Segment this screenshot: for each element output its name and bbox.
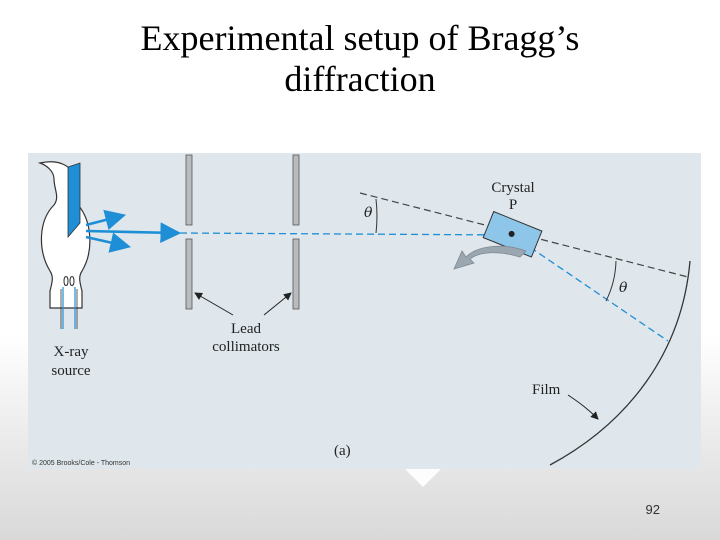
incident-beam [179,232,513,236]
part-label: (a) [334,443,351,459]
slide-title-line-1: Experimental setup of Bragg’s [140,18,580,58]
crystal-label-line-2: P [509,197,517,213]
slide-title: Experimental setup of Bragg’s diffractio… [0,18,720,100]
theta-symbol-diffracted: θ [619,280,628,296]
rotation-arrow-icon [453,245,527,270]
page-number: 92 [645,502,660,517]
xray-tube [37,161,91,329]
lead-collimators [185,154,300,310]
bragg-diagram: Crystal P θ θ Lead collimators X-ray sou… [37,154,691,466]
theta-symbol-incident: θ [364,205,373,221]
collimator-pointer-right [263,292,292,316]
film-pointer [567,394,599,420]
collimator-label-line-2: collimators [212,339,280,355]
slide-title-line-2: diffraction [284,59,436,99]
theta-arc-incident [375,198,378,234]
source-label-line-1: X-ray [54,344,89,360]
filament-icon [63,276,75,286]
collimator-pointer-left [194,292,234,316]
xray-beam-arrows [85,209,182,253]
film-label: Film [532,382,561,398]
theta-arc-diffracted [605,260,617,302]
film-arc [549,260,691,466]
copyright-notice: © 2005 Brooks/Cole - Thomson [32,460,131,467]
diffracted-beam [511,234,669,342]
decorative-notch [405,469,441,487]
source-label-line-2: source [51,363,90,379]
bragg-setup-figure: Crystal P θ θ Lead collimators X-ray sou… [28,153,701,469]
crystal-label-line-1: Crystal [491,180,534,196]
collimator-label-line-1: Lead [231,321,261,337]
anode-target [67,162,81,239]
